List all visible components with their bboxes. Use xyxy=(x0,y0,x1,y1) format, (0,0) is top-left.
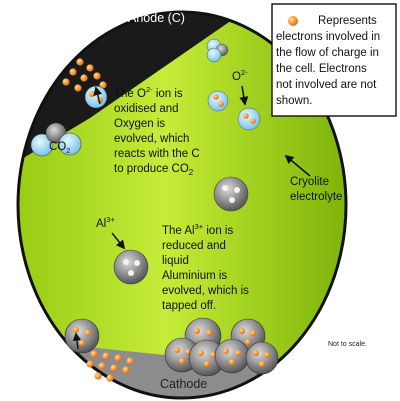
reduction-note: The Al3+ ion is reduced and liquid Alumi… xyxy=(162,222,252,312)
aluminium-ion-arrow xyxy=(111,232,126,250)
oxide-up-arrow xyxy=(93,86,103,105)
oxidation-note: The O2- ion is oxidised and Oxygen is ev… xyxy=(114,85,203,177)
electrolyte-label: Cryolite electrolyte xyxy=(290,176,342,203)
aluminium-ion-labelled xyxy=(113,249,149,285)
reduced-ion-arrow xyxy=(72,332,82,350)
aluminium-ion xyxy=(213,176,249,212)
co2-bubble-small xyxy=(206,38,229,63)
cell-outline xyxy=(16,10,348,400)
co2-molecule xyxy=(30,122,82,157)
oxide-ion xyxy=(207,90,229,112)
co2-label: CO2 xyxy=(49,141,70,155)
anode-electrons xyxy=(62,58,107,92)
aluminium-atom-cathode-left xyxy=(64,318,100,354)
oxide-ion-arrow xyxy=(239,85,249,106)
cathode-electrons xyxy=(86,350,134,382)
oxide-ion-label: O2- xyxy=(232,68,248,83)
anode-label: Anode (C) xyxy=(128,11,185,25)
molten-aluminium-pool xyxy=(164,317,279,377)
legend-electron-icon xyxy=(288,16,298,26)
oxide-ion-labelled xyxy=(237,107,261,131)
scale-note: Not to scale. xyxy=(328,341,367,348)
aluminium-ion-label: Al3+ xyxy=(96,215,115,230)
legend-text: Represents electrons involved in the flo… xyxy=(276,15,383,107)
electrolyte-arrow xyxy=(284,154,311,177)
cathode-label: Cathode xyxy=(160,377,207,391)
